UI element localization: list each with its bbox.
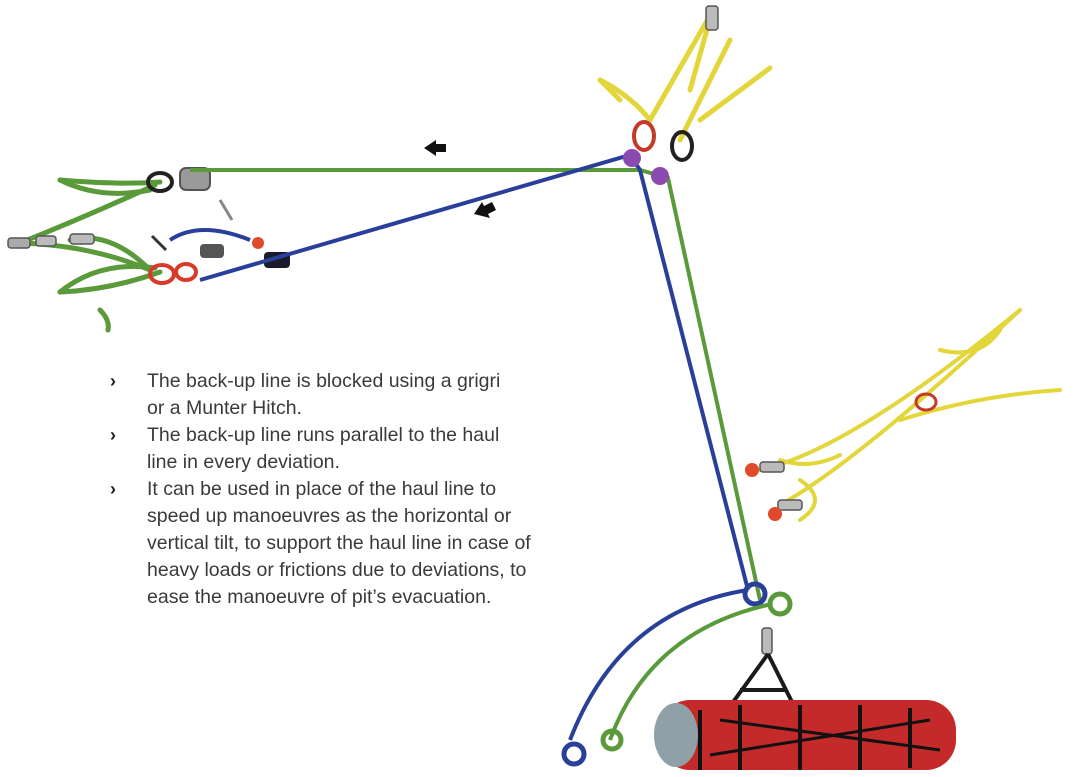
haul-line-knot [600, 728, 624, 752]
arrow-left-icon [424, 140, 446, 156]
bullet-text: It can be used in place of the haul line… [147, 478, 531, 608]
top-anchor-slings [597, 9, 773, 143]
bullet-text: The back-up line runs parallel to the ha… [147, 424, 500, 473]
stretcher [654, 700, 956, 770]
deviation-hardware [745, 392, 938, 521]
bullet-marker: › [110, 371, 116, 391]
backup-line-tail [168, 228, 251, 242]
left-anchor-system [17, 177, 163, 333]
left-anchor-hardware [7, 167, 290, 285]
haul-line-loop [608, 602, 773, 741]
top-anchor-hardware [623, 5, 719, 185]
bullet-text: The back-up line is blocked using a grig… [147, 370, 501, 419]
bullet-item: › It can be used in place of the haul li… [110, 476, 710, 611]
bullet-list: › The back-up line is blocked using a gr… [110, 368, 710, 611]
bullet-item: › The back-up line runs parallel to the … [110, 422, 710, 476]
backup-line-knot [561, 741, 587, 767]
direction-arrows [424, 140, 496, 218]
stretcher-pulleys [742, 581, 793, 655]
bullet-marker: › [110, 479, 116, 499]
deviation-slings [758, 308, 1062, 522]
backup-line-loop [568, 588, 749, 741]
arrow-down-left-icon [474, 202, 496, 218]
bullet-item: › The back-up line is blocked using a gr… [110, 368, 710, 422]
bullet-marker: › [110, 425, 116, 445]
